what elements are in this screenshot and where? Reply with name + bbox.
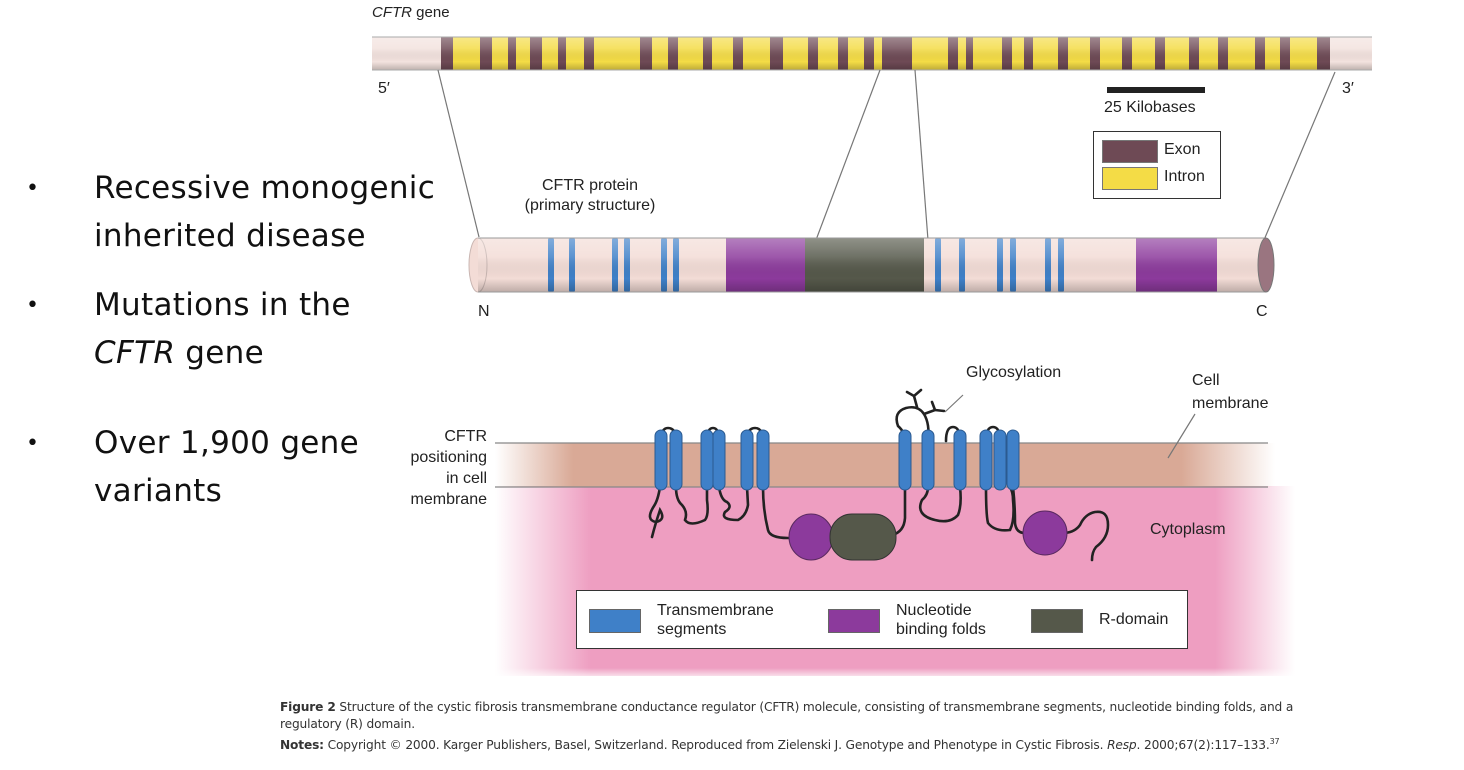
protein-tube <box>468 237 1275 293</box>
legend-swatch-r-domain <box>1031 609 1083 633</box>
gene-name: CFTR <box>94 335 176 371</box>
connector-line <box>914 69 929 241</box>
legend-swatch-exon <box>1102 140 1158 163</box>
cell-membrane-label: Cell membrane <box>1192 369 1268 415</box>
notes-reference: 37 <box>1269 737 1280 746</box>
figure-label: Figure 2 <box>280 700 336 714</box>
transmembrane-cylinder <box>993 429 1007 491</box>
connector-line <box>437 69 480 238</box>
bullet-text: inherited disease <box>94 218 366 254</box>
protein-tube-shade <box>478 238 1266 292</box>
scale-bar-label: 25 Kilobases <box>1104 99 1196 116</box>
transmembrane-cylinder <box>654 429 668 491</box>
legend-label-r-domain: R-domain <box>1099 611 1169 628</box>
membrane-side-label-line: positioning <box>410 449 488 466</box>
five-prime-label: 5′ <box>378 80 390 97</box>
protein-title: CFTR protein (primary structure) <box>520 176 660 216</box>
transmembrane-cylinder <box>712 429 726 491</box>
membrane-side-label-line: CFTR <box>444 428 487 445</box>
bullet-text: CFTR gene <box>94 329 264 378</box>
scale-bar <box>1107 87 1205 93</box>
n-terminus-label: N <box>478 303 490 320</box>
transmembrane-cylinder <box>979 429 993 491</box>
notes-journal: Resp <box>1107 738 1137 753</box>
bullet-text: Recessive monogenic <box>94 170 436 206</box>
legend-label-line: binding folds <box>896 621 986 638</box>
transmembrane-cylinder <box>921 429 935 491</box>
legend-label-transmembrane: Transmembrane segments <box>657 601 774 639</box>
gene-title-italic: CFTR <box>372 4 412 21</box>
gene-tube <box>372 36 1372 71</box>
legend-label-intron: Intron <box>1164 168 1205 185</box>
legend-swatch-intron <box>1102 167 1158 190</box>
cell-membrane-leader-line <box>1167 413 1196 459</box>
cell-membrane-label-line: Cell <box>1192 372 1220 389</box>
transmembrane-cylinder <box>700 429 714 491</box>
domain-legend: Transmembrane segments Nucleotide bindin… <box>576 590 1188 649</box>
figure-text: Structure of the cystic fibrosis transme… <box>335 700 1294 714</box>
r-domain-blob <box>829 513 897 561</box>
bullet-dot-icon: • <box>26 431 39 456</box>
legend-label-exon: Exon <box>1164 141 1201 158</box>
notes-text: Copyright © 2000. Karger Publishers, Bas… <box>323 738 1108 753</box>
transmembrane-cylinder <box>669 429 683 491</box>
bullet-text-rest: gene <box>175 335 264 371</box>
membrane-side-label-line: membrane <box>410 491 487 508</box>
figure-notes: Notes: Copyright © 2000. Karger Publishe… <box>280 734 1280 753</box>
protein-title-line: CFTR protein <box>541 177 639 194</box>
transmembrane-segments <box>654 429 1020 491</box>
glycosylation-label: Glycosylation <box>966 364 1062 381</box>
transmembrane-cylinder <box>756 429 770 491</box>
connector-lines <box>437 69 1336 241</box>
gene-tube-shade <box>372 37 1372 70</box>
transmembrane-cylinder <box>953 429 967 491</box>
transmembrane-cylinder <box>740 429 754 491</box>
bullet-text: variants <box>94 473 223 509</box>
gene-title-rest: gene <box>412 4 450 21</box>
membrane-side-label: CFTR positioning in cell membrane <box>380 426 488 510</box>
glycosylation-leader-line <box>944 394 964 413</box>
membrane-side-label-line: in cell <box>446 470 487 487</box>
c-terminus-label: C <box>1256 303 1268 320</box>
connector-line <box>1263 71 1336 241</box>
bullet-text: Over 1,900 gene <box>94 425 359 461</box>
notes-label: Notes: <box>280 738 324 753</box>
figure-caption: Figure 2 Structure of the cystic fibrosi… <box>280 699 1293 715</box>
legend-label-nbf: Nucleotide binding folds <box>896 601 986 639</box>
legend-swatch-nbf <box>828 609 880 633</box>
protein-tube-end-cap <box>1257 237 1275 293</box>
cytoplasm-label: Cytoplasm <box>1150 521 1226 538</box>
connector-line <box>815 69 881 241</box>
figure-caption-line2: regulatory (R) domain. <box>280 717 415 731</box>
membrane-band <box>495 443 1275 487</box>
gene-legend: Exon Intron <box>1093 131 1221 199</box>
legend-label-line: Nucleotide <box>896 602 972 619</box>
legend-label-line: segments <box>657 621 727 638</box>
transmembrane-cylinder <box>898 429 912 491</box>
three-prime-label: 3′ <box>1342 80 1354 97</box>
nucleotide-binding-fold-1 <box>788 513 834 561</box>
transmembrane-cylinder <box>1006 429 1020 491</box>
nucleotide-binding-fold-2 <box>1022 510 1068 556</box>
protein-title-line: (primary structure) <box>524 197 656 214</box>
bullet-dot-icon: • <box>26 176 39 201</box>
cell-membrane-label-line: membrane <box>1192 395 1269 412</box>
gene-title: CFTR gene <box>372 3 450 23</box>
notes-tail: . 2000;67(2):117–133. <box>1136 738 1270 753</box>
bullet-text: Mutations in the <box>94 287 351 323</box>
bullet-dot-icon: • <box>26 293 39 318</box>
legend-swatch-transmembrane <box>589 609 641 633</box>
legend-label-line: Transmembrane <box>657 602 774 619</box>
